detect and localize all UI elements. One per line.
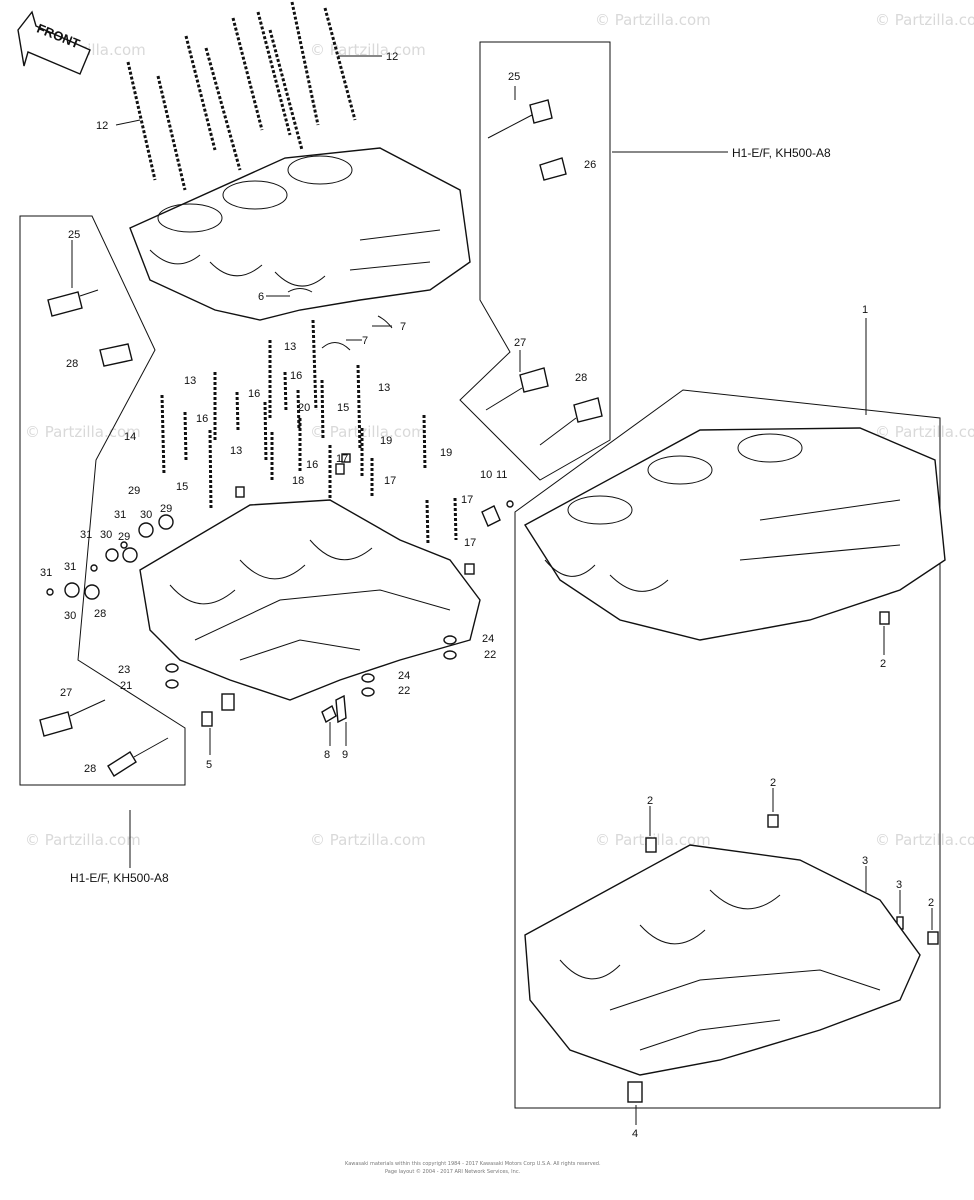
callout-3: 3 [862,855,868,867]
center-studs [160,319,458,546]
bearing-shell-6 [287,288,313,293]
callout-6: 6 [258,291,264,303]
callout-27: 27 [60,687,72,699]
long-studs-12 [126,1,357,191]
callout-25: 25 [68,229,80,241]
callout-27: 27 [514,337,526,349]
callout-12: 12 [386,51,398,63]
callout-31: 31 [40,567,52,579]
callout-16: 16 [196,413,208,425]
bearing-shell-7b [321,342,351,351]
callout-30: 30 [100,529,112,541]
callout-13: 13 [378,382,390,394]
copyright-line-2: Page layout © 2004 - 2017 ARI Network Se… [385,1168,521,1175]
callout-31: 31 [64,561,76,573]
callout-30: 30 [64,610,76,622]
callout-2: 2 [770,777,776,789]
callout-17: 17 [336,453,348,465]
callout-16: 16 [290,370,302,382]
callout-28: 28 [94,608,106,620]
callout-15: 15 [176,481,188,493]
callout-11: 11 [496,469,507,481]
callout-19: 19 [440,447,452,459]
watermark: © Partzilla.com [310,41,426,59]
watermark: © Partzilla.com [875,831,974,849]
callout-15: 15 [337,402,349,414]
lower-crankcase-right [524,844,921,1076]
callout-22: 22 [484,649,496,661]
callout-2: 2 [647,795,653,807]
right-crankcase-box [514,389,941,1109]
callout-16: 16 [248,388,260,400]
oil-plugs-left [39,289,169,777]
callout-17: 17 [461,494,473,506]
callout-29: 29 [118,531,130,543]
callout-31: 31 [114,509,126,521]
watermark: © Partzilla.com [875,423,974,441]
callout-10: 10 [480,469,492,481]
callout-28: 28 [575,372,587,384]
left-variant-box [19,215,186,786]
callout-12: 12 [96,120,108,132]
callout-4: 4 [632,1128,638,1140]
callout-5: 5 [206,759,212,771]
callout-22: 22 [398,685,410,697]
callout-26: 26 [584,159,596,171]
oil-plugs-top [485,99,603,446]
callout-30: 30 [140,509,152,521]
upper-crankcase-half [129,147,471,321]
watermark: © Partzilla.com [25,831,141,849]
callout-7: 7 [362,335,368,347]
front-arrow-icon: FRONT [17,10,91,75]
nuts-washers [165,500,514,727]
callout-25: 25 [508,71,520,83]
watermark: © Partzilla.com [310,831,426,849]
callout-31: 31 [80,529,92,541]
top-variant-box [459,41,611,481]
callout-13: 13 [184,375,196,387]
callout-7: 7 [400,321,406,333]
callout-28: 28 [84,763,96,775]
callout-29: 29 [128,485,140,497]
callout-24: 24 [482,633,494,645]
callout-17: 17 [464,537,476,549]
lower-crankcase-half [139,499,481,701]
callout-14: 14 [124,431,136,443]
callout-3: 3 [896,879,902,891]
callout-2: 2 [880,658,886,670]
small-hardware [46,514,174,600]
callout-18: 18 [292,475,304,487]
callout-1: 1 [862,304,868,316]
callout-28: 28 [66,358,78,370]
callout-9: 9 [342,749,348,761]
callout-23: 23 [118,664,130,676]
leader-lines [71,55,933,1125]
callout-labels: 1 2 2 2 2 3 3 4 5 6 7 7 8 9 10 11 12 12 … [40,51,934,1140]
callout-17: 17 [384,475,396,487]
callout-13: 13 [284,341,296,353]
model-note-top-right: H1-E/F, KH500-A8 [732,146,831,160]
watermark: © Partzilla.com [875,11,974,29]
callout-13: 13 [230,445,242,457]
callout-24: 24 [398,670,410,682]
dowel-pins [235,453,475,575]
callout-2: 2 [928,897,934,909]
watermark: © Partzilla.com [25,423,141,441]
model-note-bottom-left: H1-E/F, KH500-A8 [70,871,169,885]
callout-16: 16 [306,459,318,471]
callout-19: 19 [380,435,392,447]
watermark: © Partzilla.com [310,423,426,441]
callout-8: 8 [324,749,330,761]
watermark: © Partzilla.com [595,11,711,29]
callout-21: 21 [120,680,132,692]
callout-20: 20 [298,402,310,414]
callout-29: 29 [160,503,172,515]
copyright-line-1: Kawasaki materials within this copyright… [345,1161,601,1167]
bearing-shell-7 [377,315,393,329]
watermark-group: © Partzilla.com © Partzilla.com © Partzi… [25,11,974,849]
